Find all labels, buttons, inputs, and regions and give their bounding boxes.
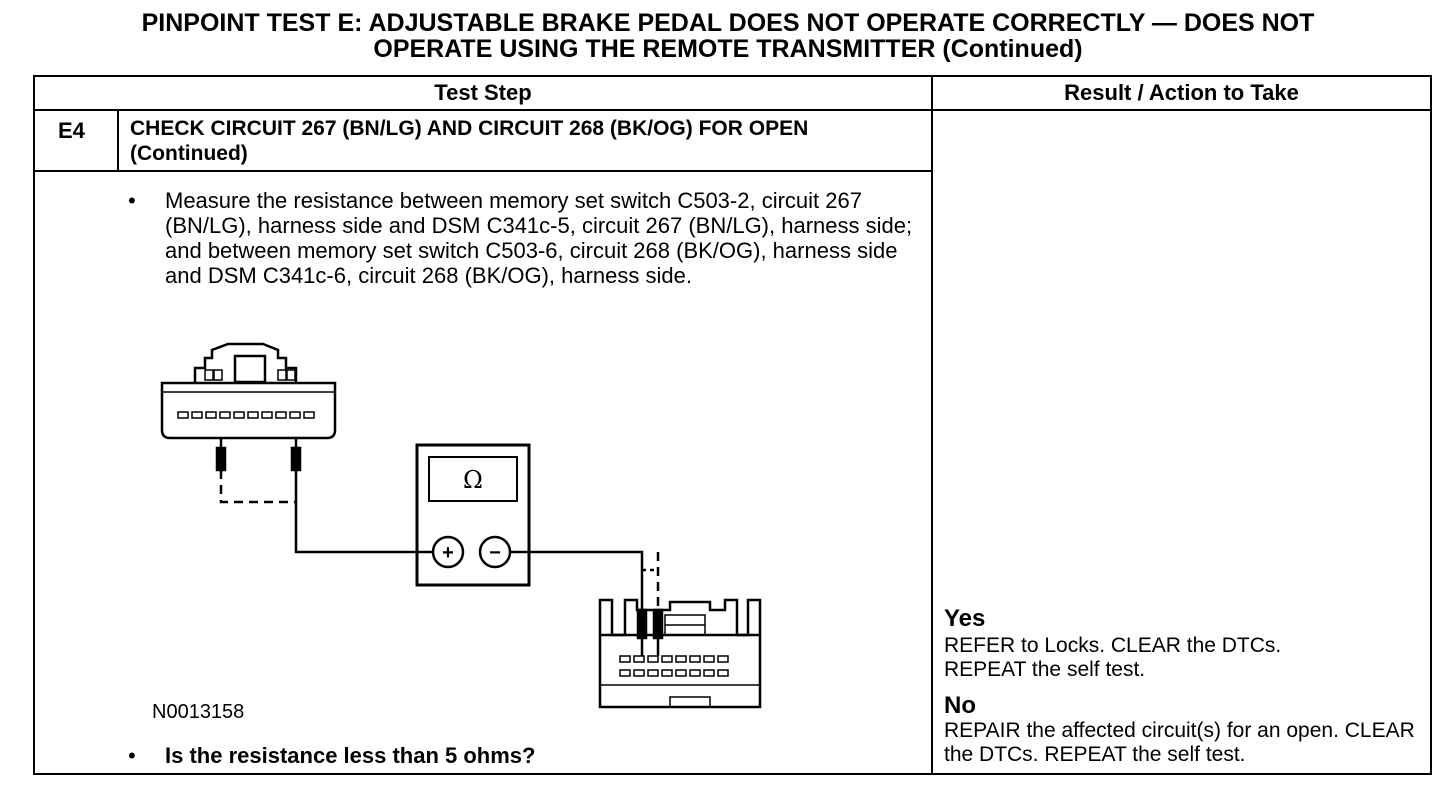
header-test-step: Test Step [434,80,532,105]
step-title: CHECK CIRCUIT 267 (BN/LG) AND CIRCUIT 26… [130,117,809,165]
step-id: E4 [58,118,85,143]
pinpoint-table [33,75,1432,775]
plus-terminal: + [442,542,454,564]
left-probes [215,438,302,472]
memory-switch-connector [160,342,337,440]
title-line-1: PINPOINT TEST E: ADJUSTABLE BRAKE PEDAL … [141,9,1315,37]
bullet-1: • [128,188,136,213]
step-title-divider [33,170,933,172]
question-text: Is the resistance less than 5 ohms? [165,743,536,768]
column-divider [931,75,933,775]
figure-id: N0013158 [152,701,245,723]
measurement-diagram: Ω + − [160,342,762,709]
right-probes [636,608,664,656]
ohm-symbol: Ω [463,466,483,494]
page-title: PINPOINT TEST E: ADJUSTABLE BRAKE PEDAL … [0,10,1456,62]
header-result: Result / Action to Take [1064,80,1299,105]
title-line-2: OPERATE USING THE REMOTE TRANSMITTER (Co… [373,35,1083,63]
ohmmeter [415,443,531,587]
minus-terminal: − [489,542,501,564]
yes-text: REFER to Locks. CLEAR the DTCs. REPEAT t… [944,634,1282,681]
bullet-2: • [128,743,136,768]
no-label: No [944,692,976,719]
header-divider [33,109,1432,111]
yes-label: Yes [944,605,986,632]
no-text: REPAIR the affected circuit(s) for an op… [944,719,1415,766]
dsm-connector [598,598,762,709]
step-id-divider [117,109,119,171]
instruction-text: Measure the resistance between memory se… [165,188,913,288]
